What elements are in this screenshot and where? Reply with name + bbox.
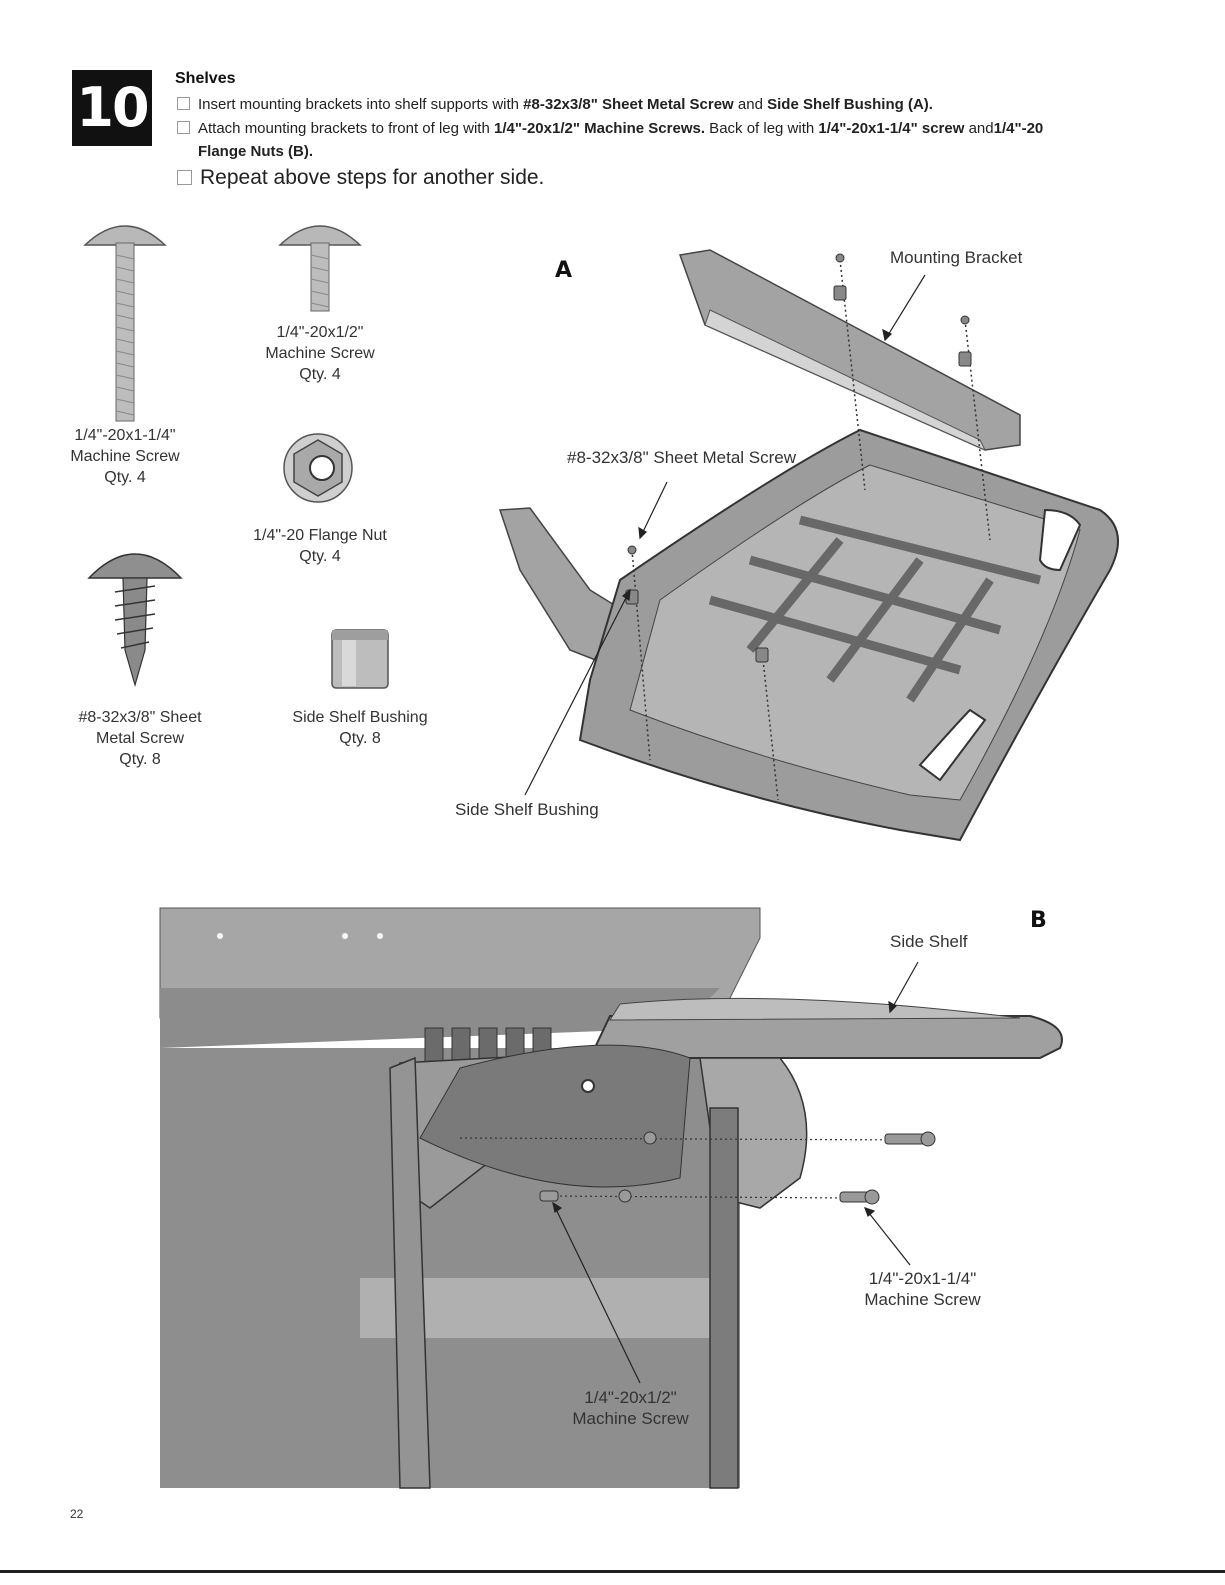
part-desc: Machine Screw	[265, 345, 375, 362]
callout-line: Machine Screw	[864, 1290, 981, 1309]
diagram-a-illustration	[498, 249, 1119, 842]
sheet-metal-screw-icon	[87, 553, 183, 688]
part-name: 1/4"-20x1-1/4"	[74, 427, 176, 444]
callout-side-shelf: Side Shelf	[890, 932, 968, 951]
callout-sheet-metal-screw: #8-32x3/8" Sheet Metal Screw	[567, 448, 797, 467]
instruction-text: and	[964, 120, 994, 137]
part-qty: Qty. 8	[119, 751, 161, 768]
step-number-badge: 10	[72, 70, 152, 146]
part-desc: Metal Screw	[95, 730, 185, 747]
instruction-text: Back of leg with	[705, 120, 819, 137]
callout-long-machine-screw: 1/4"-20x1-1/4" Machine Screw	[850, 1268, 995, 1310]
diagram-b-letter: B	[1030, 908, 1047, 933]
short-machine-screw-icon	[278, 225, 362, 312]
instruction-text: and	[733, 96, 768, 113]
part-qty: Qty. 4	[104, 469, 146, 486]
part-name: #8-32x3/8" Sheet	[78, 709, 202, 726]
callout-line: 1/4"-20x1/2"	[584, 1388, 677, 1407]
long-machine-screw-icon	[83, 225, 167, 422]
part-long-machine-screw: 1/4"-20x1-1/4" Machine Screw Qty. 4	[50, 425, 200, 488]
part-qty: Qty. 4	[299, 548, 341, 565]
bushing-icon	[331, 629, 389, 689]
part-qty: Qty. 8	[339, 730, 381, 747]
part-name: 1/4"-20 Flange Nut	[253, 527, 387, 544]
checkbox-icon[interactable]	[177, 170, 192, 185]
checkbox-icon[interactable]	[177, 97, 190, 110]
part-desc: Machine Screw	[70, 448, 180, 465]
callout-line: Machine Screw	[572, 1409, 689, 1428]
instruction-1: Insert mounting brackets into shelf supp…	[177, 96, 933, 114]
instruction-text: Repeat above steps for another side.	[200, 166, 545, 189]
instruction-bold: 1/4"-20	[993, 120, 1044, 137]
instruction-2: Attach mounting brackets to front of leg…	[177, 120, 1043, 138]
part-name: 1/4"-20x1/2"	[276, 324, 364, 341]
instruction-2-cont: Flange Nuts (B).	[198, 143, 313, 161]
page-number: 22	[70, 1507, 84, 1521]
bottom-rule	[0, 1570, 1225, 1573]
part-side-shelf-bushing: Side Shelf Bushing Qty. 8	[280, 707, 440, 749]
callout-line: 1/4"-20x1-1/4"	[868, 1269, 977, 1288]
part-short-machine-screw: 1/4"-20x1/2" Machine Screw Qty. 4	[245, 322, 395, 385]
part-flange-nut: 1/4"-20 Flange Nut Qty. 4	[240, 525, 400, 567]
callout-side-shelf-bushing: Side Shelf Bushing	[455, 800, 599, 819]
instruction-bold: Flange Nuts (B).	[198, 143, 313, 160]
instruction-text: Insert mounting brackets into shelf supp…	[198, 96, 524, 113]
instruction-bold: Side Shelf Bushing (A).	[767, 96, 933, 113]
instruction-text: Attach mounting brackets to front of leg…	[198, 120, 494, 137]
instruction-bold: 1/4"-20x1/2" Machine Screws.	[494, 120, 706, 137]
callout-mounting-bracket: Mounting Bracket	[890, 248, 1023, 267]
flange-nut-icon	[283, 433, 353, 503]
callout-short-machine-screw: 1/4"-20x1/2" Machine Screw	[558, 1387, 703, 1429]
part-sheet-metal-screw: #8-32x3/8" Sheet Metal Screw Qty. 8	[60, 707, 220, 770]
part-qty: Qty. 4	[299, 366, 341, 383]
instruction-bold: #8-32x3/8" Sheet Metal Screw	[523, 96, 734, 113]
instruction-bold: 1/4"-20x1-1/4" screw	[818, 120, 965, 137]
diagram-a-letter: A	[555, 258, 573, 283]
step-title: Shelves	[175, 70, 236, 87]
checkbox-icon[interactable]	[177, 121, 190, 134]
diagram-b-illustration	[159, 907, 1063, 1489]
instruction-3: Repeat above steps for another side.	[177, 166, 544, 190]
part-name: Side Shelf Bushing	[292, 709, 428, 726]
